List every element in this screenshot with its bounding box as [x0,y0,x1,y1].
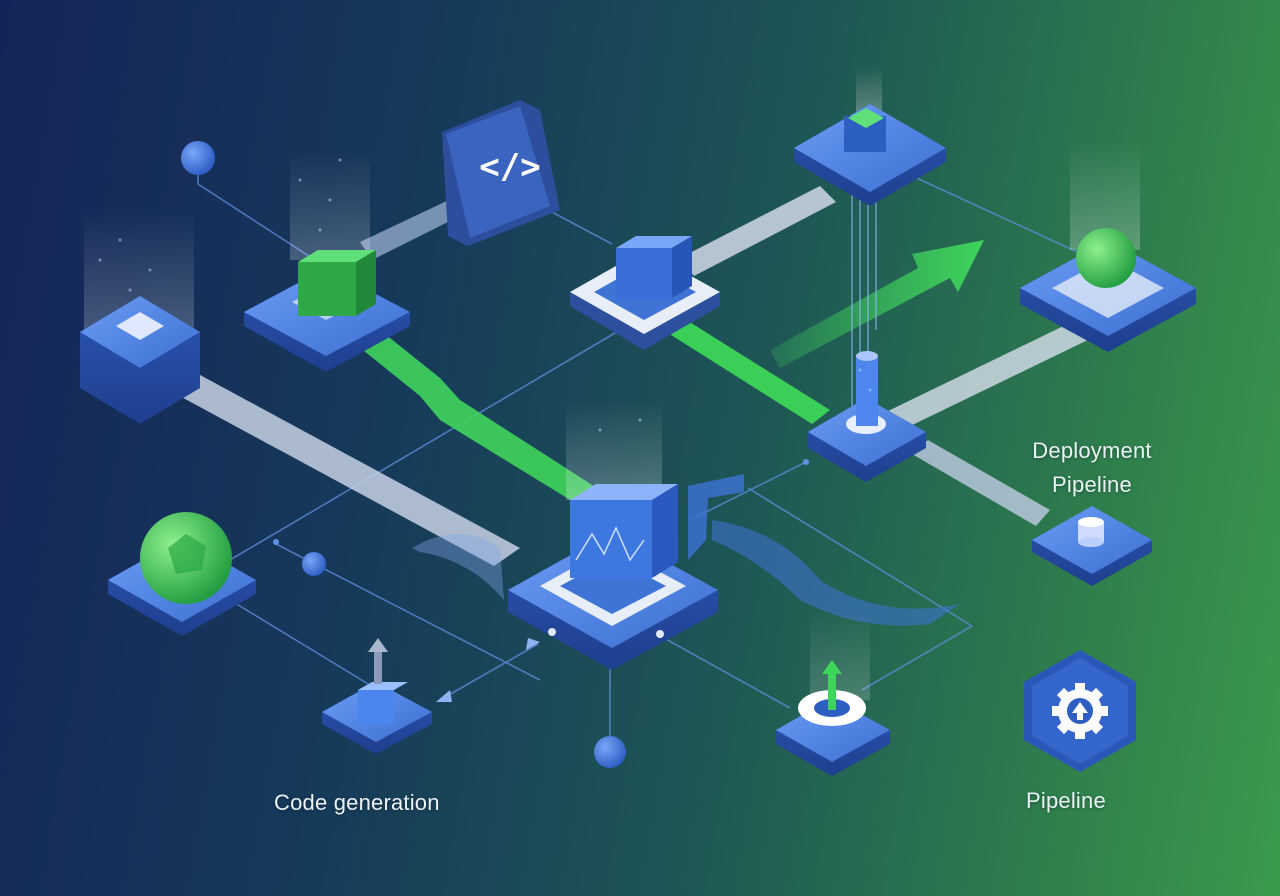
pipeline-label: Pipeline [1026,788,1106,813]
green-sphere-tile [1020,228,1196,352]
connector-lines [197,160,1087,750]
code-brackets-icon: </> [479,147,540,187]
light-beams [84,66,1140,700]
central-model-tile [508,484,718,670]
green-cube-tile [244,250,410,372]
arrowhead-right [526,638,540,650]
arrowhead-left [436,690,452,702]
center-top-tile [570,236,720,350]
deployment-label-line2: Pipeline [1052,472,1132,497]
deployment-pipeline-label: Deployment Pipeline [1022,434,1162,502]
code-generation-label: Code generation [274,790,440,815]
pipeline-hex-badge [1024,650,1136,772]
green-flow [358,240,984,506]
green-gem-tile [794,104,946,206]
green-polyhedron-tile [108,512,256,636]
gear-tile [776,660,890,776]
ribbon-flows [412,474,960,626]
upload-tile [322,638,432,754]
node-spheres [181,141,626,768]
code-brackets-badge: </> [442,100,560,246]
junction-dots [273,459,809,545]
cylinder-tile [808,351,926,482]
source-block [80,296,200,424]
particles [98,158,872,432]
gear-upload-icon [1052,683,1108,739]
deployment-label-line1: Deployment [1032,438,1152,463]
database-tile [1032,506,1152,586]
